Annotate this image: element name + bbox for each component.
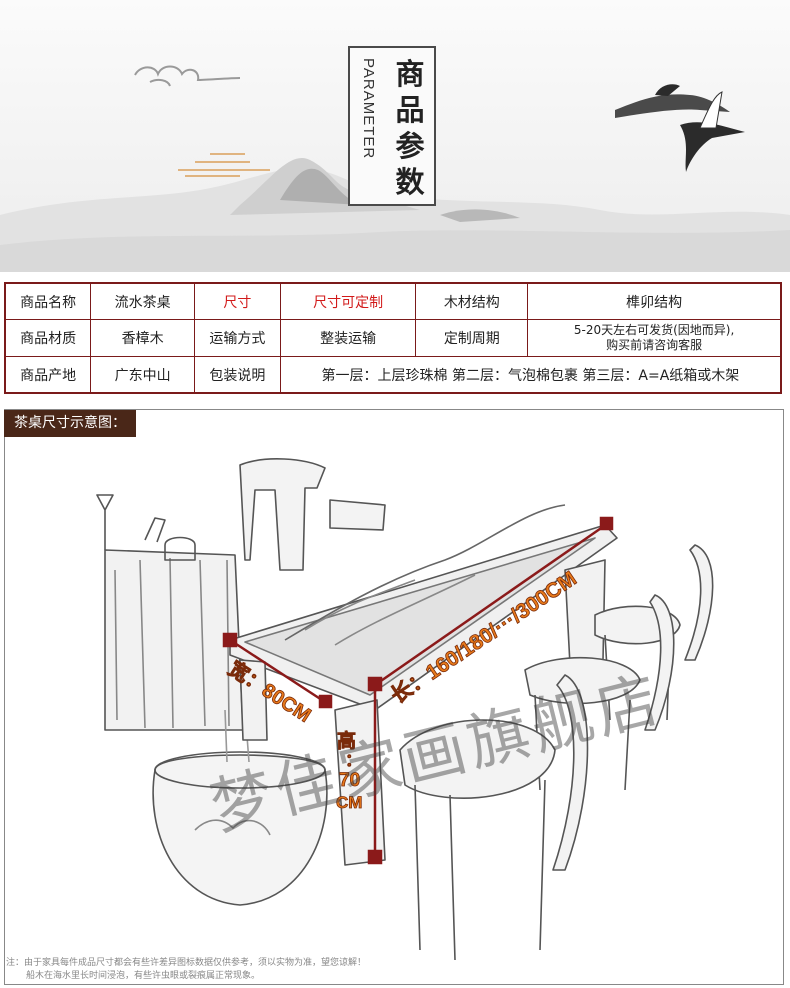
spec-table: 商品名称 流水茶桌 尺寸 尺寸可定制 木材结构 榫卯结构 商品材质 香樟木 运输…: [4, 282, 782, 394]
height-label-1: 高: [337, 729, 356, 752]
water-pot: [152, 754, 328, 906]
cloud-icon: [134, 65, 241, 87]
chair-back-left: [239, 458, 326, 571]
dimension-diagram: 宽：80CM 长：160/180/···/300CM 高 ： 70 CM: [4, 409, 784, 985]
spec-label: 运输方式: [194, 319, 281, 357]
header-banner: PARAMETER 商品参数: [0, 0, 790, 272]
height-marker: [367, 849, 383, 865]
table-row: 商品材质 香樟木 运输方式 整装运输 定制周期 5-20天左右可发货(因地而异)…: [4, 319, 782, 357]
width-line: [229, 638, 326, 704]
spec-value: 流水茶桌: [90, 282, 196, 320]
spec-value: 尺寸可定制: [279, 282, 417, 320]
chair-right-mid: [524, 656, 641, 705]
spec-value: 整装运输: [279, 319, 417, 357]
spec-label: 包装说明: [194, 356, 281, 394]
height-label-2: ：: [345, 751, 362, 770]
spec-label: 尺寸: [194, 282, 281, 320]
height-label-4: CM: [336, 793, 362, 812]
note-line: 船木在海水里长时间浸泡，有些许虫眼或裂痕属正常现象。: [26, 971, 261, 981]
note-line: 注：由于家具每件成品尺寸都会有些许差异图标数据仅供参考，须以实物为准，望您谅解！: [6, 958, 367, 968]
width-marker: [222, 632, 238, 648]
title-en: PARAMETER: [360, 58, 377, 160]
length-marker: [599, 516, 614, 531]
spec-value: 香樟木: [90, 319, 196, 357]
ink-landscape: [0, 65, 790, 272]
spec-value: 5-20天左右可发货(因地而异), 购买前请咨询客服: [527, 319, 782, 357]
page-title: 商品参数: [395, 57, 425, 199]
length-marker: [367, 676, 383, 692]
chair-right-front: [399, 719, 556, 799]
spec-label: 商品名称: [4, 282, 92, 320]
spec-value-line: 购买前请咨询客服: [606, 338, 703, 352]
section-label: 茶桌尺寸示意图：: [4, 410, 136, 437]
tea-table-sketch: 宽：80CM 长：160/180/···/300CM 高 ： 70 CM: [96, 458, 714, 961]
width-marker: [318, 694, 333, 709]
title-box: PARAMETER 商品参数: [348, 46, 436, 206]
height-label-3: 70: [339, 770, 360, 791]
spec-value: 榫卯结构: [527, 282, 782, 320]
crane-icon: [615, 84, 745, 172]
table-leg: [334, 699, 386, 866]
table-row: 商品产地 广东中山 包装说明 第一层：上层珍珠棉 第二层：气泡棉包裹 第三层：A…: [4, 356, 782, 394]
spec-value-line: 5-20天左右可发货(因地而异),: [573, 323, 735, 337]
table-row: 商品名称 流水茶桌 尺寸 尺寸可定制 木材结构 榫卯结构: [4, 282, 782, 320]
spec-value: 广东中山: [90, 356, 196, 394]
spec-label: 木材结构: [415, 282, 529, 320]
spec-value: 第一层：上层珍珠棉 第二层：气泡棉包裹 第三层：A=A纸箱或木架: [279, 356, 782, 394]
disclaimer-note: 注：由于家具每件成品尺寸都会有些许差异图标数据仅供参考，须以实物为准，望您谅解！…: [6, 957, 366, 983]
spec-label: 商品产地: [4, 356, 92, 394]
length-line: [374, 522, 608, 687]
spec-label: 定制周期: [415, 319, 529, 357]
root-stand: [104, 549, 244, 731]
spec-label: 商品材质: [4, 319, 92, 357]
